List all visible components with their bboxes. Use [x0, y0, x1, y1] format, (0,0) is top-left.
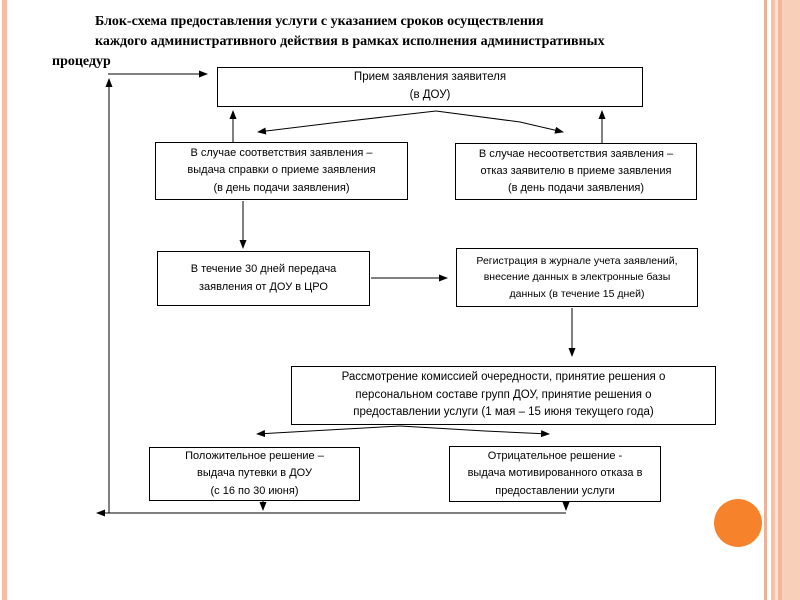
- box-text-line: Рассмотрение комиссией очередности, прин…: [341, 370, 666, 383]
- slide-title-line1: Блок-схема предоставления услуги с указа…: [95, 14, 544, 29]
- right-decor-stripe: [782, 0, 800, 600]
- connector-box6-to-box8: [399, 425, 550, 438]
- slide-title-line2: каждого административного действия в рам…: [95, 34, 605, 49]
- box-transfer-to-cro: В течение 30 дней передача заявления от …: [157, 251, 370, 306]
- box-text-line: выдача мотивированного отказа в: [467, 467, 643, 480]
- box-text-line: заявления от ДОУ в ЦРО: [199, 280, 328, 293]
- box-text-line: внесение данных в электронные базы: [483, 271, 671, 284]
- box-text-line: В течение 30 дней передача: [190, 263, 337, 276]
- box-text-line: (в день подачи заявления): [213, 181, 350, 194]
- box-text-line: отказ заявителю в приеме заявления: [480, 164, 672, 177]
- box-text-line: Положительное решение –: [185, 450, 324, 463]
- box-text-line: (в день подачи заявления): [507, 182, 645, 195]
- slide-title-line3: процедур: [52, 54, 111, 69]
- box-certificate-issued: В случае соответствия заявления – выдача…: [155, 142, 408, 200]
- box-text-line: В случае несоответствия заявления –: [478, 147, 674, 160]
- orange-circle-decor: [714, 499, 762, 547]
- box-application-intake: Прием заявления заявителя (в ДОУ): [217, 67, 643, 107]
- box-text-line: персональном составе групп ДОУ, принятие…: [355, 388, 652, 401]
- box-text-line: данных (в течение 15 дней): [509, 287, 645, 300]
- box-journal-registration: Регистрация в журнале учета заявлений, в…: [456, 248, 698, 307]
- connector-box6-to-box7: [256, 425, 401, 438]
- box-text-line: выдача путевки в ДОУ: [197, 467, 312, 480]
- right-decor-stripe: [775, 0, 778, 600]
- connector-box1-to-box3: [435, 110, 564, 134]
- box-text-line: (в ДОУ): [409, 89, 451, 101]
- box-text-line: Отрицательное решение -: [487, 450, 623, 463]
- box-text-line: (с 16 по 30 июня): [210, 484, 299, 497]
- box-negative-decision: Отрицательное решение - выдача мотивиров…: [449, 446, 661, 502]
- connector-box1-to-box2: [257, 110, 437, 135]
- right-decor-stripe: [778, 0, 782, 600]
- box-commission-review: Рассмотрение комиссией очередности, прин…: [291, 366, 716, 425]
- left-decor-stripe: [2, 0, 7, 600]
- box-text-line: предоставлении услуги: [495, 484, 615, 497]
- box-application-rejected: В случае несоответствия заявления – отка…: [455, 143, 697, 200]
- right-decor-stripe: [771, 0, 775, 600]
- box-text-line: выдача справки о приеме заявления: [187, 164, 376, 177]
- box-positive-decision: Положительное решение – выдача путевки в…: [149, 447, 360, 501]
- box-text-line: Прием заявления заявителя: [353, 71, 507, 84]
- box-text-line: Регистрация в журнале учета заявлений,: [476, 255, 678, 268]
- box-text-line: В случае соответствия заявления –: [190, 147, 373, 160]
- box-text-line: предоставлении услуги (1 мая – 15 июня т…: [353, 406, 654, 419]
- right-decor-stripe: [764, 0, 767, 600]
